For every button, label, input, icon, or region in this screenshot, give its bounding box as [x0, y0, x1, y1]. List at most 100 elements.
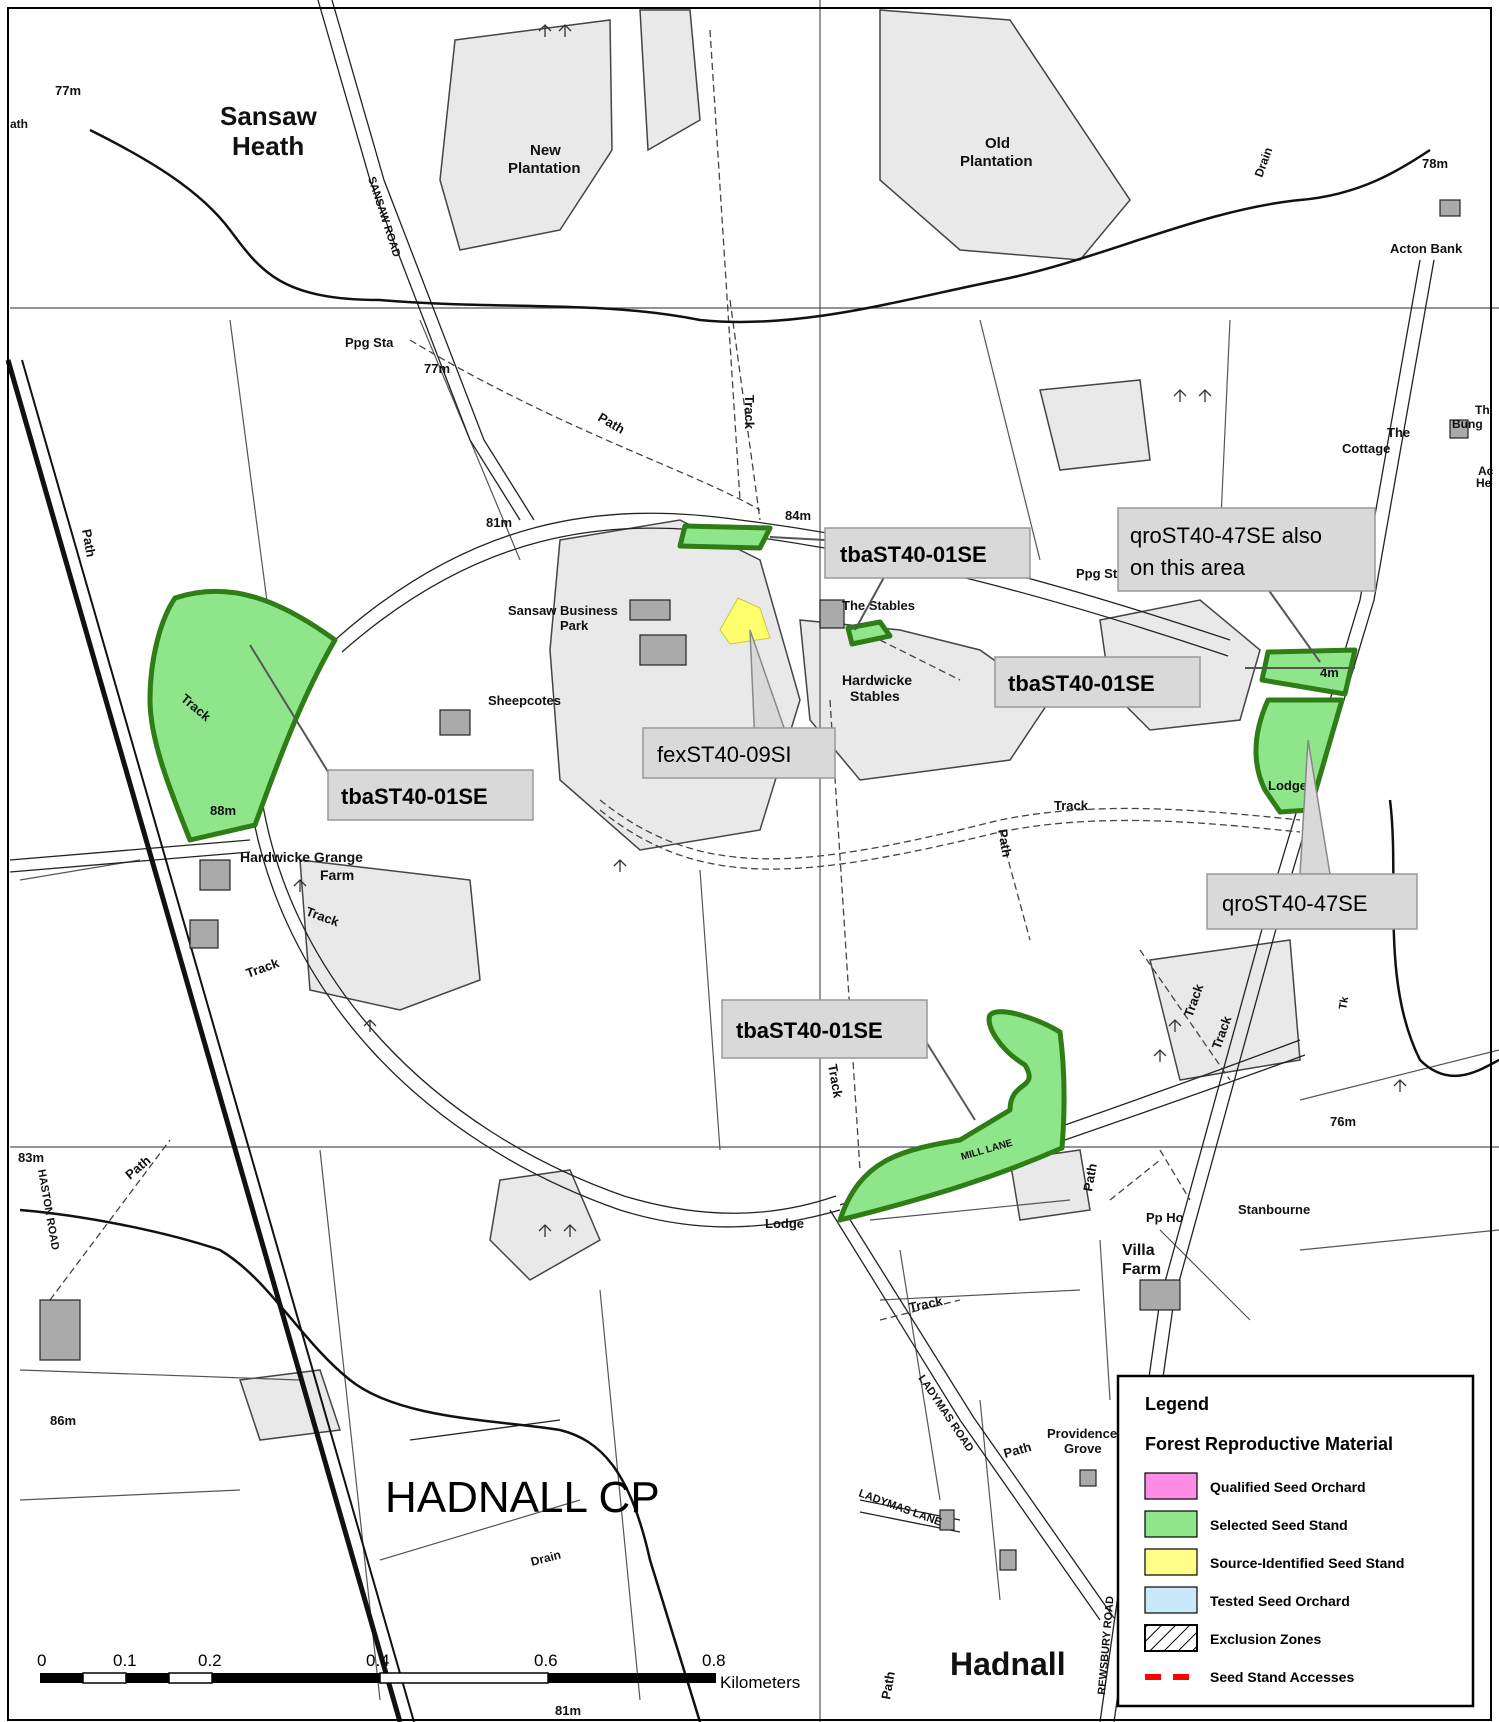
place-hadnall: Hadnall	[950, 1646, 1066, 1682]
place-stanbourne: Stanbourne	[1238, 1202, 1310, 1217]
legend-label-access: Seed Stand Accesses	[1210, 1669, 1354, 1685]
scale-tick-4: 0.6	[534, 1651, 558, 1670]
callout-qro-also-text-1: qroST40-47SE also	[1130, 523, 1322, 548]
callout-qro-text: qroST40-47SE	[1222, 891, 1368, 916]
label-track-1: Track	[742, 395, 757, 430]
legend-label-selected: Selected Seed Stand	[1210, 1517, 1348, 1533]
label-ppg-st: Ppg St	[1076, 566, 1118, 581]
place-hardwicke-grange: Hardwicke Grange	[240, 849, 363, 865]
label-path-6: Path	[1002, 1439, 1033, 1461]
place-sheepcotes: Sheepcotes	[488, 693, 561, 708]
place-acton-bank: Acton Bank	[1390, 241, 1463, 256]
callout-tba-left-text: tbaST40-01SE	[341, 784, 488, 809]
legend-swatch-qualified	[1144, 1472, 1198, 1500]
place-hardwicke: Hardwicke	[842, 672, 912, 688]
seed-stand-top-north[interactable]	[677, 523, 773, 551]
place-hadnall-cp: HADNALL CP	[385, 1473, 660, 1522]
label-bung: Bung	[1452, 417, 1483, 431]
selected-seed-stands[interactable]	[147, 523, 1358, 1223]
callout-qro-also-text-2: on this area	[1130, 555, 1246, 580]
streams-boundaries	[19, 128, 1499, 1722]
legend: Legend Forest Reproductive Material Qual…	[1116, 1374, 1475, 1708]
seed-stand-south[interactable]	[837, 1009, 1067, 1223]
legend-label-exclusion: Exclusion Zones	[1210, 1631, 1321, 1647]
map-frame	[7, 7, 1492, 1721]
callout-fex-text: fexST40-09SI	[657, 742, 792, 767]
place-villa-farm: Farm	[1122, 1261, 1161, 1278]
place-lodge: Lodge	[765, 1216, 804, 1231]
place-park: Park	[560, 618, 589, 633]
legend-label-tested: Tested Seed Orchard	[1210, 1593, 1350, 1609]
seed-stand-stables[interactable]	[845, 619, 893, 647]
callout-tba-left: tbaST40-01SE	[327, 769, 534, 821]
elev-84: 84m	[785, 508, 811, 523]
buildings	[39, 199, 1469, 1641]
callout-qro: qroST40-47SE	[1206, 873, 1418, 930]
place-lodge-east: Lodge	[1268, 778, 1307, 793]
legend-swatch-source-identified	[1144, 1548, 1198, 1576]
label-ac: Ac	[1478, 464, 1494, 478]
legend-subtitle: Forest Reproductive Material	[1145, 1434, 1393, 1454]
elev-77a: 77m	[55, 83, 81, 98]
legend-swatch-tested	[1144, 1586, 1198, 1614]
elev-76: 76m	[1330, 1114, 1356, 1129]
scale-tick-3: 0.4	[366, 1651, 390, 1670]
place-farm: Farm	[320, 867, 354, 883]
label-path-7: Path	[878, 1670, 898, 1700]
callout-tba-bottom-text: tbaST40-01SE	[736, 1018, 883, 1043]
place-sansaw-business: Sansaw Business	[508, 603, 618, 618]
label-he: He	[1476, 476, 1492, 490]
scale-bar: 0 0.1 0.2 0.4 0.6 0.8 Kilometers	[37, 1651, 800, 1692]
scale-unit: Kilometers	[720, 1673, 800, 1692]
place-old-plantation: Plantation	[960, 153, 1033, 170]
label-path-3: Path	[995, 828, 1015, 858]
legend-box	[1116, 1374, 1475, 1708]
callout-qro-also: qroST40-47SE also on this area	[1117, 507, 1376, 592]
callout-tba-top-text: tbaST40-01SE	[840, 542, 987, 567]
place-heath: Heath	[232, 131, 304, 161]
callout-tba-top: tbaST40-01SE	[824, 527, 1031, 579]
label-track-5: Track	[825, 1063, 846, 1100]
label-pp-ho: Pp Ho	[1146, 1210, 1184, 1225]
elev-88: 88m	[210, 803, 236, 818]
label-tk: Tk	[1337, 995, 1351, 1011]
elev-81b: 81m	[555, 1703, 581, 1718]
label-path-5: Path	[1080, 1162, 1100, 1192]
seed-stand-east[interactable]	[1253, 697, 1345, 815]
label-ppg-sta: Ppg Sta	[345, 335, 394, 350]
place-old: Old	[985, 135, 1010, 152]
label-track-6: Track	[908, 1293, 945, 1315]
place-grove: Grove	[1064, 1441, 1102, 1456]
elev-83: 83m	[18, 1150, 44, 1165]
callouts: tbaST40-01SE qroST40-47SE also on this a…	[327, 507, 1418, 1059]
place-the: The	[1387, 425, 1410, 440]
place-the-stables: The Stables	[842, 598, 915, 613]
field-boundaries	[10, 0, 1499, 1722]
legend-label-source-identified: Source-Identified Seed Stand	[1210, 1555, 1404, 1571]
tree-symbols	[293, 24, 1407, 1237]
place-cottage: Cottage	[1342, 441, 1390, 456]
elev-81a: 81m	[486, 515, 512, 530]
callout-tba-bottom: tbaST40-01SE	[721, 999, 928, 1059]
label-track-2: Track	[1054, 798, 1089, 813]
railway	[5, 359, 415, 1722]
legend-title: Legend	[1145, 1394, 1209, 1414]
elev-77b: 77m	[424, 361, 450, 376]
seed-stand-west[interactable]	[147, 588, 338, 843]
scale-tick-1: 0.1	[113, 1651, 137, 1670]
elev-78: 78m	[1422, 156, 1448, 171]
seed-stand-east-north[interactable]	[1259, 647, 1358, 697]
legend-label-qualified: Qualified Seed Orchard	[1210, 1479, 1366, 1495]
scale-tick-5: 0.8	[702, 1651, 726, 1670]
callout-tba-right-text: tbaST40-01SE	[1008, 671, 1155, 696]
elevation-labels: 77m 77m 78m 81m 84m 88m 76m 83m 86m 81m …	[18, 83, 1448, 1718]
label-th: Th	[1475, 403, 1490, 417]
place-villa: Villa	[1122, 1242, 1155, 1259]
place-new: New	[530, 142, 561, 159]
callout-leaders	[249, 536, 1355, 1121]
label-path-2: Path	[79, 528, 99, 558]
scale-tick-0: 0	[37, 1651, 46, 1670]
place-sansaw: Sansaw	[220, 101, 318, 131]
legend-swatch-exclusion	[1144, 1624, 1198, 1652]
